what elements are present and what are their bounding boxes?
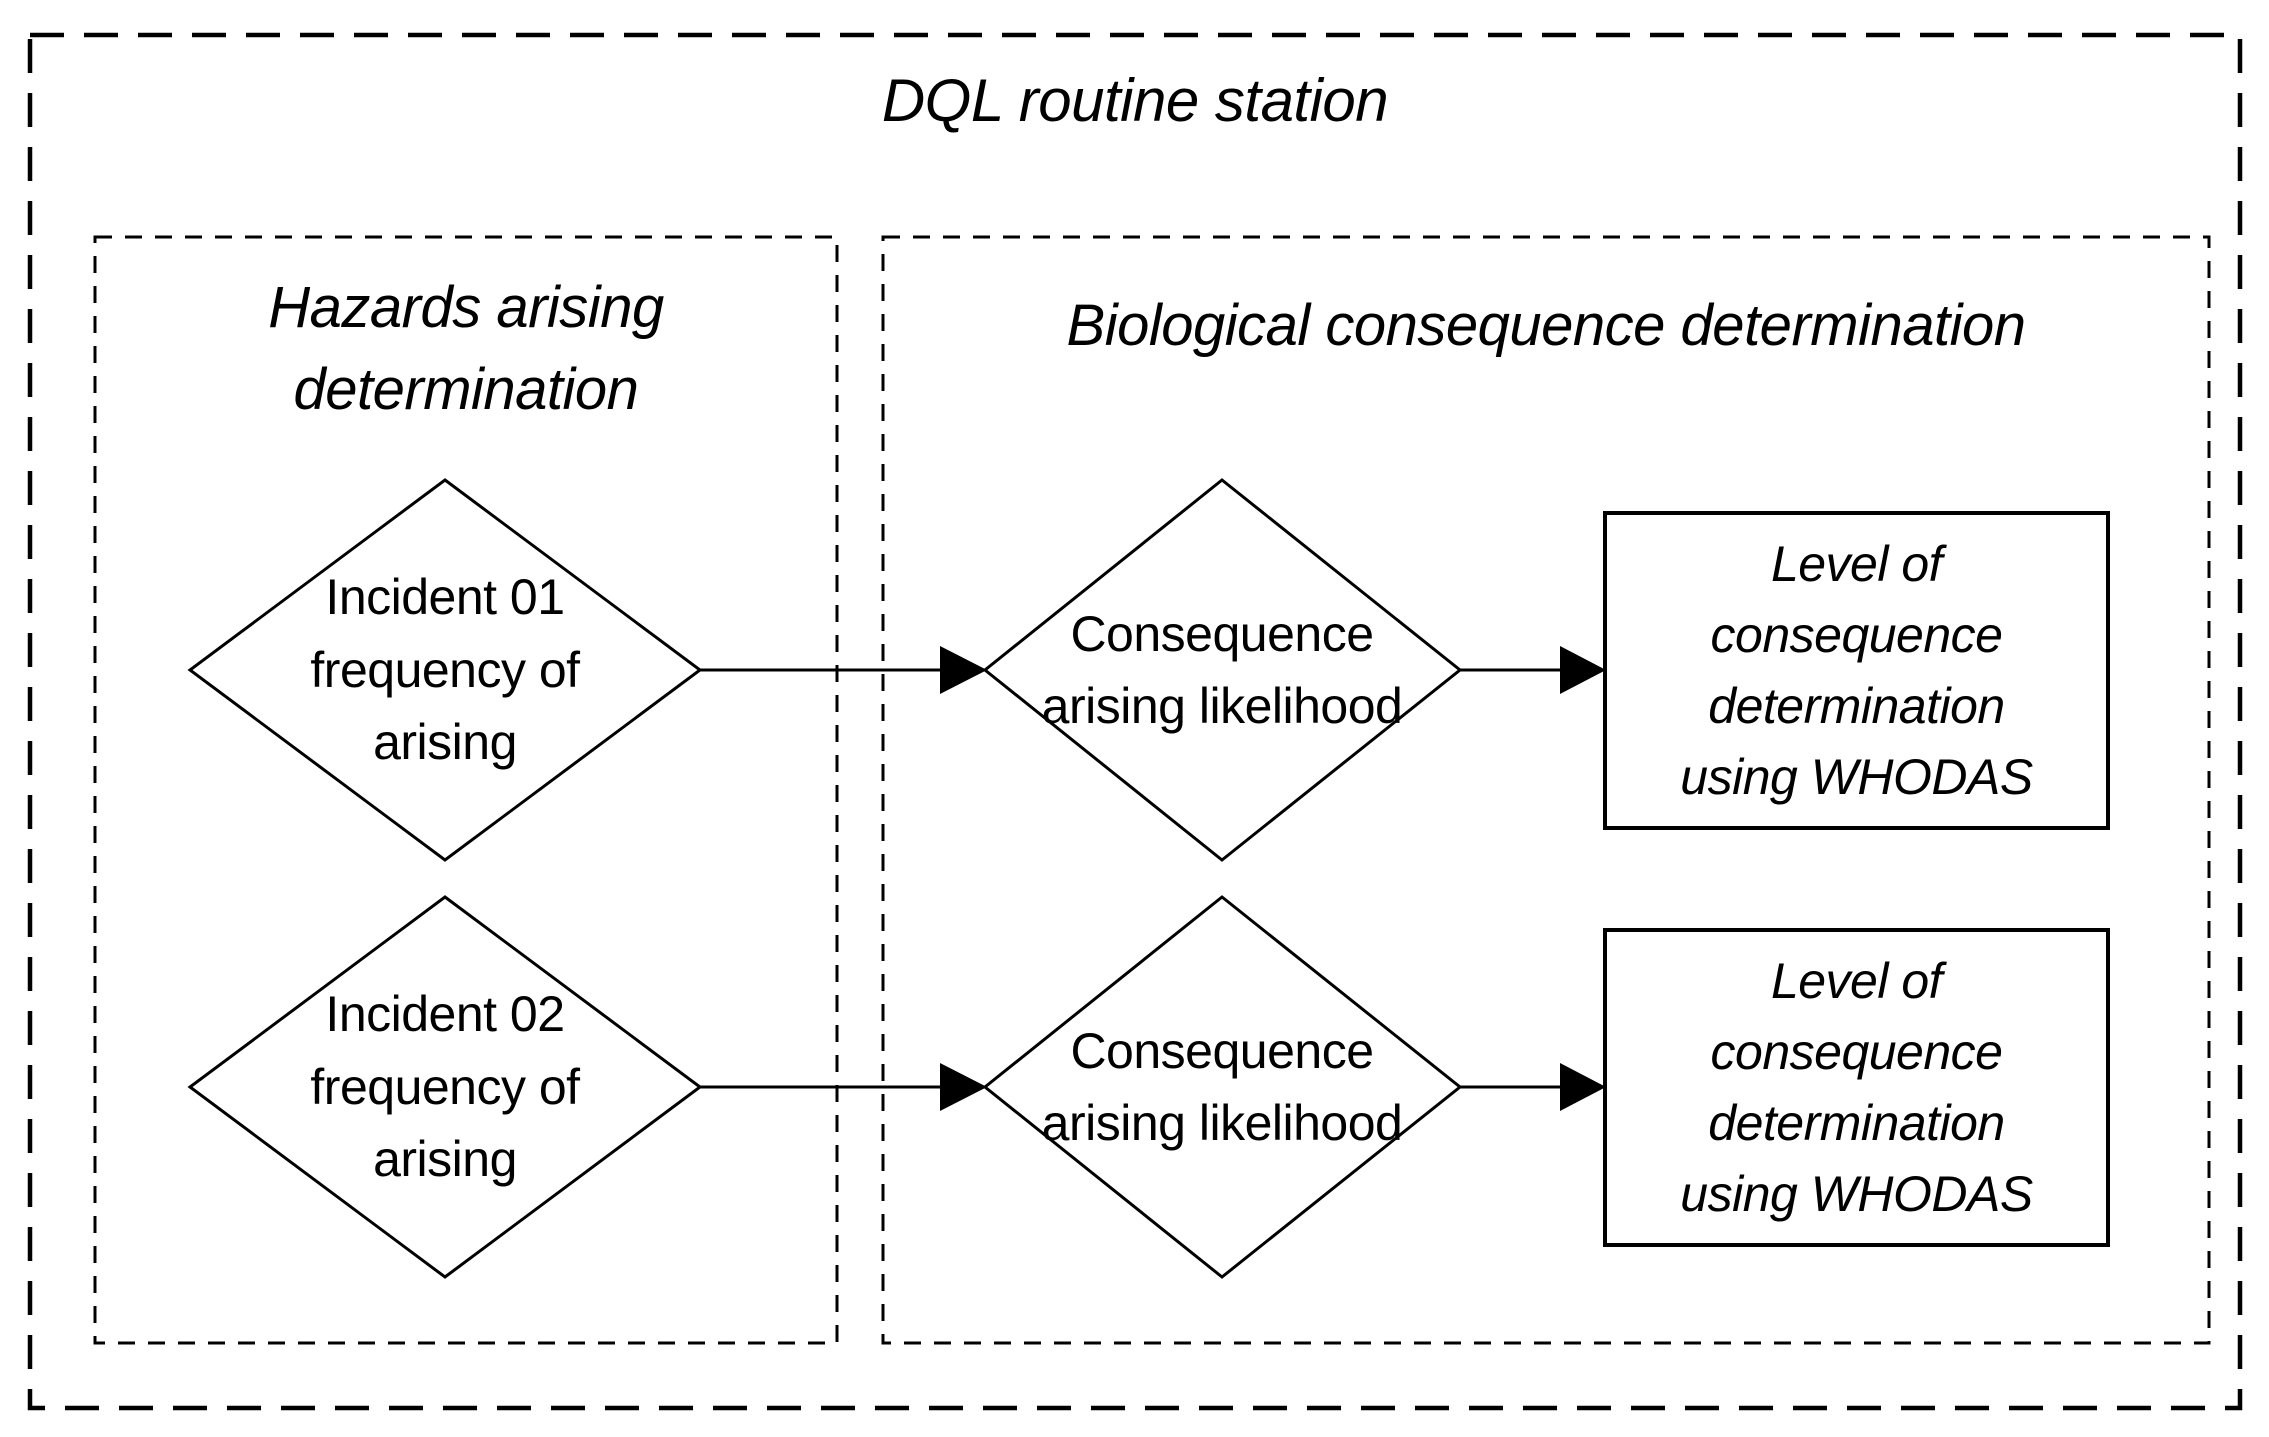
arrow-incident2-to-likelihood2 (700, 1063, 987, 1111)
hazards-section-title: Hazards arising determination (268, 275, 664, 422)
consequence-likelihood-1-diamond (982, 478, 1463, 862)
hazards-section-box (93, 235, 839, 1345)
whodas-level-1-box (1603, 511, 2110, 830)
consequence-likelihood-1-label: Consequence arising likelihood (1041, 605, 1403, 735)
diagram-title: DQL routine station (881, 66, 1389, 134)
whodas-level-2-box (1603, 928, 2110, 1247)
incident-01-label: Incident 01 frequency of arising (310, 569, 580, 771)
incident-02-label: Incident 02 frequency of arising (310, 986, 580, 1188)
incident-01-diamond (187, 478, 703, 862)
outer-boundary-box (27, 32, 2243, 1411)
arrow-likelihood1-to-whodas1 (1460, 646, 1606, 694)
incident-02-diamond (187, 895, 703, 1279)
biological-section-box (881, 235, 2211, 1345)
whodas-level-2-label: Level of consequence determination using… (1680, 952, 2033, 1222)
consequence-likelihood-2-diamond (982, 895, 1463, 1279)
arrow-likelihood2-to-whodas2 (1460, 1063, 1606, 1111)
biological-section-title: Biological consequence determination (1066, 293, 2026, 359)
arrow-incident1-to-likelihood1 (700, 646, 987, 694)
consequence-likelihood-2-label: Consequence arising likelihood (1041, 1022, 1403, 1152)
whodas-level-1-label: Level of consequence determination using… (1680, 535, 2033, 805)
